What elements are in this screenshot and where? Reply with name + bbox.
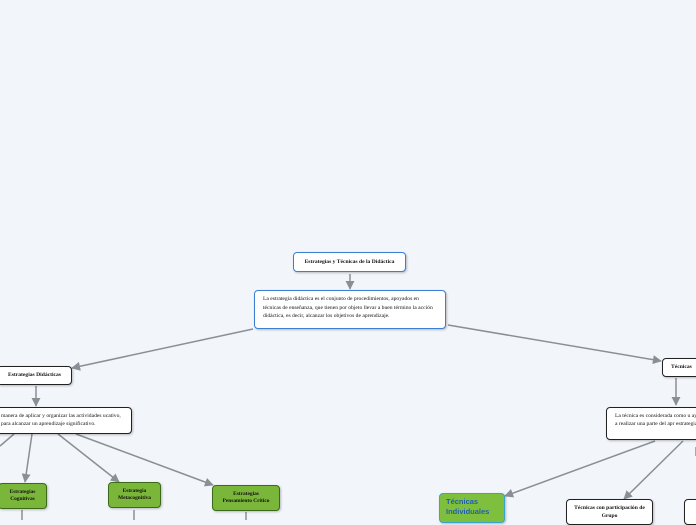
individual-techniques-node[interactable]: Técnicas Individuales <box>439 493 505 523</box>
connector-desc-metacognitive <box>57 433 120 483</box>
connector-desc-group <box>623 440 684 500</box>
critical-thinking-strategies-node[interactable]: Estrategias Pensamiento Crítico <box>212 485 280 511</box>
metacognitive-strategy-node[interactable]: Estrategia Metacognitiva <box>108 482 161 508</box>
connector-desc-critical <box>75 433 214 487</box>
connector-definition-techniques <box>447 324 662 365</box>
connector-desc-left-offscreen <box>0 433 15 447</box>
root-topic-node[interactable]: Estrategias y Técnicas de la Didáctica <box>293 252 406 272</box>
definition-node[interactable]: La estrategia didáctica es el conjunto d… <box>254 290 446 329</box>
techniques-node[interactable]: Técnicas <box>662 358 696 377</box>
strategies-description-node[interactable]: manera de aplicar y organizar las activi… <box>0 407 132 434</box>
strategies-node[interactable]: Estrategias Didácticas <box>0 366 72 385</box>
connector-desc-cognitive <box>21 433 33 483</box>
offscreen-node[interactable] <box>684 499 696 525</box>
techniques-description-node[interactable]: La técnica es considerada como u ayudar … <box>606 407 696 440</box>
connector-definition-strategies <box>71 328 254 371</box>
group-techniques-node[interactable]: Técnicas con participación de Grupo <box>566 499 653 525</box>
cognitive-strategies-node[interactable]: Estrategias Cognitivas <box>0 483 47 509</box>
connector-desc-individual <box>504 440 656 498</box>
